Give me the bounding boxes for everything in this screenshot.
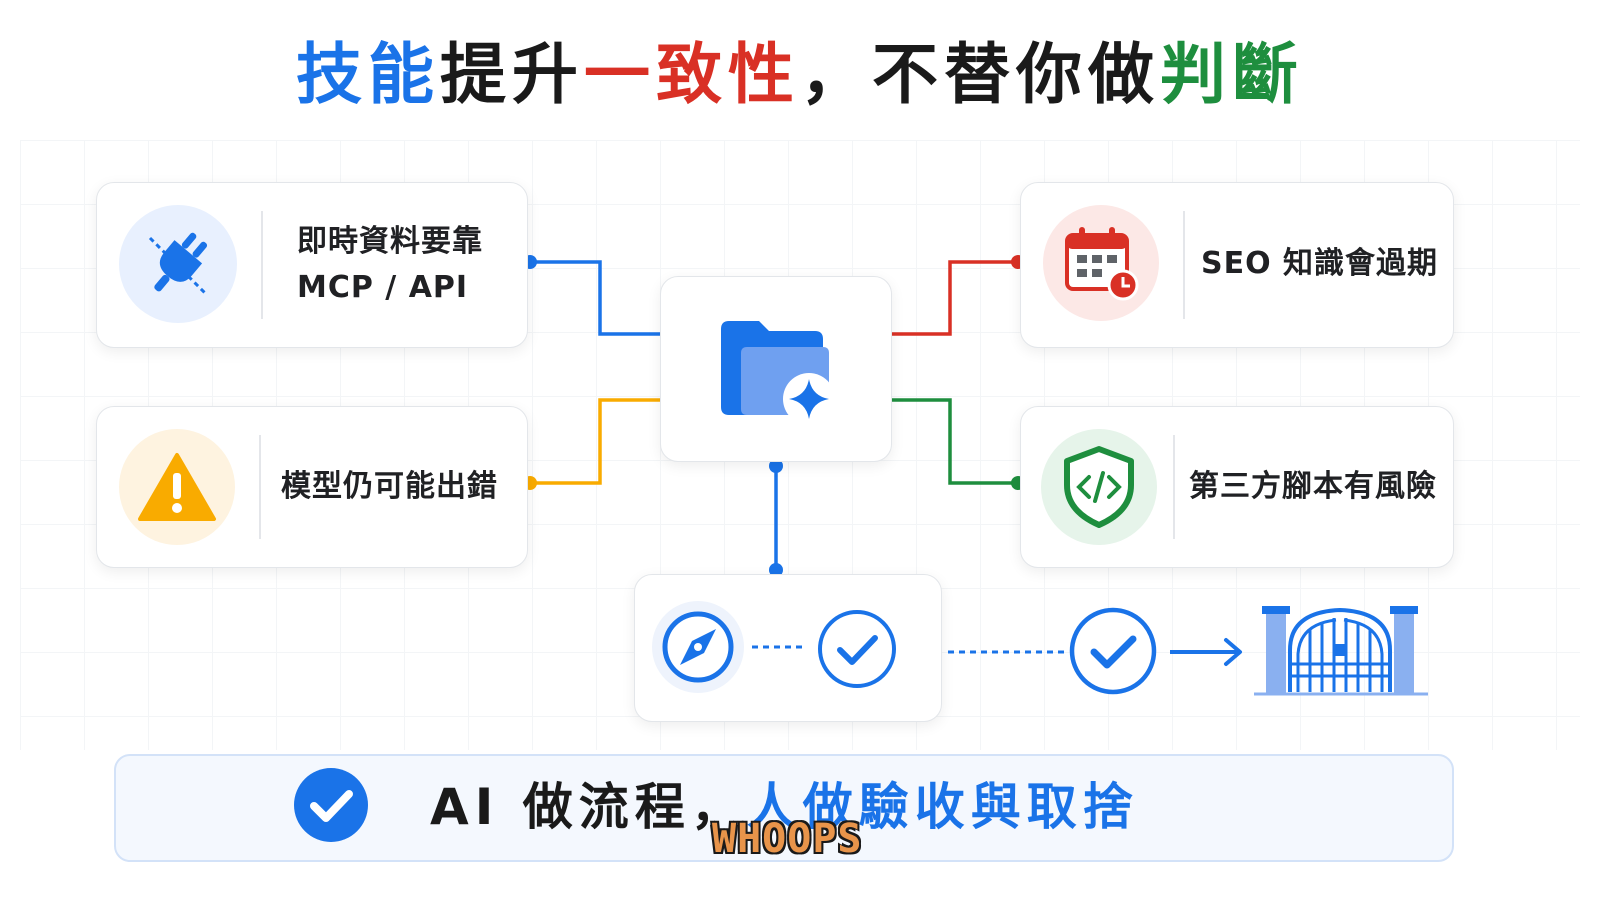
card-script-text: 第三方腳本有風險: [1189, 469, 1437, 504]
check-circle-icon: [818, 610, 896, 688]
card-third-party-script: 第三方腳本有風險: [1020, 406, 1454, 568]
warning-icon: [119, 429, 235, 545]
title-part-not-for-you: ，不替你做: [800, 36, 1160, 113]
dot-center-bottom: [769, 459, 783, 473]
card-divider: [259, 435, 261, 539]
card-model-text: 模型仍可能出錯: [281, 469, 498, 504]
title-part-consistency: 一致性: [584, 36, 800, 113]
dot-flow-top: [769, 563, 783, 577]
card-divider: [1183, 211, 1185, 319]
bottom-check-icon: [294, 768, 368, 842]
card-seo: SEO 知識會過期: [1020, 182, 1454, 348]
gate-icon: [1254, 606, 1428, 696]
card-mcp-line2: MCP / API: [297, 270, 469, 305]
calendar-clock-icon: [1043, 205, 1159, 321]
bottom-message: AI 做流程，人做驗收與取捨: [430, 772, 1139, 842]
card-mcp-text: 即時資料要靠 MCP / API: [297, 219, 483, 311]
bottom-message-human: 人做驗收與取捨: [746, 778, 1139, 836]
card-seo-text: SEO 知識會過期: [1201, 246, 1439, 281]
title-part-judgment: 判斷: [1160, 36, 1304, 113]
connector-seo: [892, 260, 1018, 336]
title-part-skills: 技能: [296, 36, 440, 113]
shield-code-icon: [1041, 429, 1157, 545]
whoops-sticker: WHOOPS: [712, 816, 863, 862]
folder-sparkle-icon: [719, 319, 835, 425]
card-model-errors: 模型仍可能出錯: [96, 406, 528, 568]
card-divider: [1173, 435, 1175, 539]
plug-icon: [119, 205, 237, 323]
check-circle-icon: [1069, 607, 1157, 695]
bottom-message-ai: AI 做流程，: [430, 778, 747, 836]
connector-mcp: [530, 260, 662, 336]
card-mcp-api: 即時資料要靠 MCP / API: [96, 182, 528, 348]
connector-model: [530, 398, 662, 485]
connector-script: [892, 398, 1018, 485]
arrow-right-icon: [1170, 638, 1242, 666]
card-mcp-line1: 即時資料要靠: [297, 224, 483, 259]
center-folder-card: [660, 276, 892, 462]
page-title: 技能提升一致性，不替你做判斷: [0, 30, 1600, 120]
title-part-improve: 提升: [440, 36, 584, 113]
card-divider: [261, 211, 263, 319]
compass-icon: [652, 601, 744, 693]
